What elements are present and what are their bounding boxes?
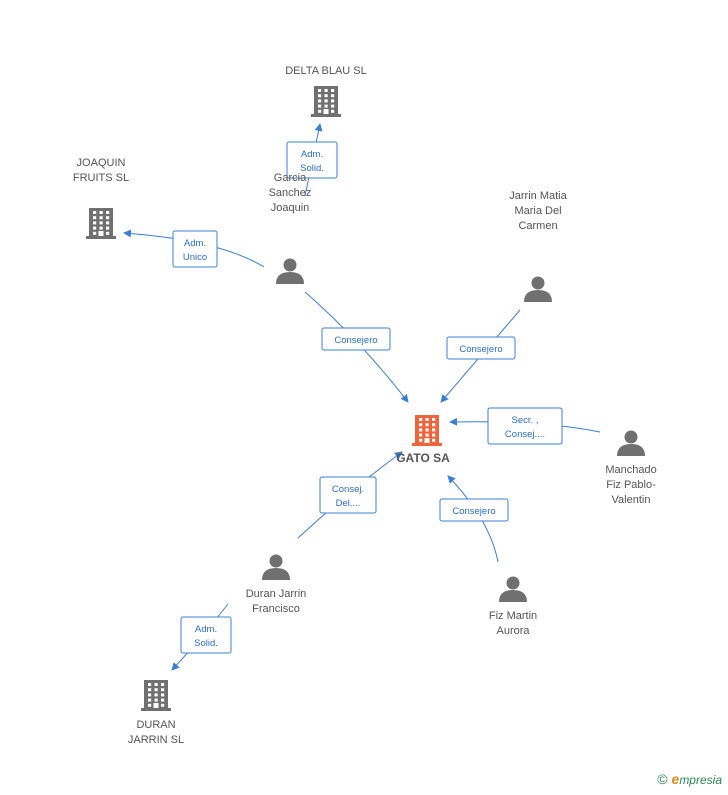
node-label-line: Garcia: [274, 172, 307, 184]
node-delta-blau-sl[interactable]: DELTA BLAU SL: [285, 65, 367, 117]
edge-label-box: [286, 141, 338, 179]
edge-label-box: [321, 327, 391, 351]
node-label: DELTA BLAU SL: [285, 65, 367, 77]
node-label: JOAQUIN FRUITS SL: [73, 157, 129, 184]
edge-label-box: [180, 616, 232, 654]
footer-brand: ©empresia: [657, 771, 722, 787]
edge-duran_f-to-center: Consej. Del....: [297, 451, 403, 539]
building-icon: [412, 415, 442, 446]
node-label-line: Joaquin: [271, 202, 310, 214]
edge-label-text: Consejero: [452, 506, 495, 517]
node-label-line: Manchado: [605, 464, 656, 476]
node-label-line: Fiz Pablo-: [606, 479, 656, 491]
edge-label-consej-del[interactable]: Consej. Del....: [319, 476, 377, 514]
edge-label-box: [319, 476, 377, 514]
node-duran-jarrin-sl[interactable]: DURAN JARRIN SL: [128, 680, 184, 746]
edge-duran_f-to-duran_sl: Adm. Solid.: [171, 603, 232, 671]
node-label-line: JOAQUIN: [77, 157, 126, 169]
node-label-line: DURAN: [136, 719, 175, 731]
building-icon: [141, 680, 171, 711]
node-label-line: Maria Del: [514, 205, 561, 217]
node-label-line: DELTA BLAU SL: [285, 65, 367, 77]
edge-label-text: Adm.: [195, 624, 217, 635]
edges-layer: Adm.Solid.Adm.UnicoConsejeroConsejeroSec…: [123, 123, 601, 671]
edge-manchado-to-center: Secr. , Consej....: [449, 407, 601, 445]
edge-garcia-to-center: Consejero: [304, 291, 409, 403]
edge-fiz-to-center: Consejero: [439, 475, 509, 563]
edge-label-text: Consejero: [459, 344, 502, 355]
edge-label-text: Unico: [183, 252, 207, 263]
edge-label-text: Consej....: [505, 429, 545, 440]
edge-label-consejero[interactable]: Consejero: [321, 327, 391, 351]
edge-garcia-to-joaquin_fruits: Adm. Unico: [123, 229, 265, 268]
center-company-label: GATO SA: [396, 451, 450, 465]
building-icon: [311, 86, 341, 117]
edge-label-consejero[interactable]: Consejero: [439, 498, 509, 522]
edge-label-text: Solid.: [300, 163, 324, 174]
node-label-line: Sanchez: [269, 187, 312, 199]
edge-label-text: Solid.: [194, 638, 218, 649]
person-icon: [499, 576, 527, 602]
edge-label-box: [487, 407, 563, 445]
node-joaquin-fruits-sl[interactable]: JOAQUIN FRUITS SL: [73, 157, 129, 239]
edge-label-adm-solid[interactable]: Adm. Solid.: [180, 616, 232, 654]
edge-label-text: Consej.: [332, 484, 364, 495]
edge-label-text: Del....: [336, 498, 361, 509]
edge-garcia-to-delta: Adm. Solid.: [286, 123, 338, 197]
edge-label-text: Consejero: [334, 335, 377, 346]
edge-label-adm-unico[interactable]: Adm. Unico: [172, 230, 218, 268]
node-center-company[interactable]: GATO SA: [396, 415, 450, 465]
edge-label-box: [446, 336, 516, 360]
edge-label-adm-solid[interactable]: Adm. Solid.: [286, 141, 338, 179]
edge-label-box: [172, 230, 218, 268]
node-label-line: Francisco: [252, 603, 300, 615]
node-label-line: Valentin: [612, 494, 651, 506]
node-label-line: Duran Jarrin: [246, 588, 307, 600]
person-icon: [262, 554, 290, 580]
edge-jarrin-to-center: Consejero: [440, 309, 521, 403]
edge-label-text: Adm.: [184, 238, 206, 249]
node-label-line: FRUITS SL: [73, 172, 129, 184]
nodes-layer: GATO SA DELTA BLAU SL JOAQUIN FRUITS SL Garc…: [73, 65, 657, 746]
node-label-line: Aurora: [496, 625, 530, 637]
person-icon: [617, 430, 645, 456]
node-label: DURAN JARRIN SL: [128, 719, 184, 746]
node-label-line: Fiz Martin: [489, 610, 537, 622]
node-label-line: JARRIN SL: [128, 734, 184, 746]
person-icon: [276, 258, 304, 284]
node-label-line: Carmen: [518, 220, 557, 232]
node-label-line: Jarrin Matia: [509, 190, 567, 202]
edge-label-consejero[interactable]: Consejero: [446, 336, 516, 360]
edge-label-text: Secr. ,: [512, 415, 539, 426]
copyright-symbol: ©: [657, 771, 668, 787]
edge-label-box: [439, 498, 509, 522]
edge-label-text: Adm.: [301, 149, 323, 160]
edge-label-secr-consej[interactable]: Secr. , Consej....: [487, 407, 563, 445]
brand-logo: empresia: [671, 771, 722, 787]
building-icon: [86, 208, 116, 239]
person-icon: [524, 276, 552, 302]
